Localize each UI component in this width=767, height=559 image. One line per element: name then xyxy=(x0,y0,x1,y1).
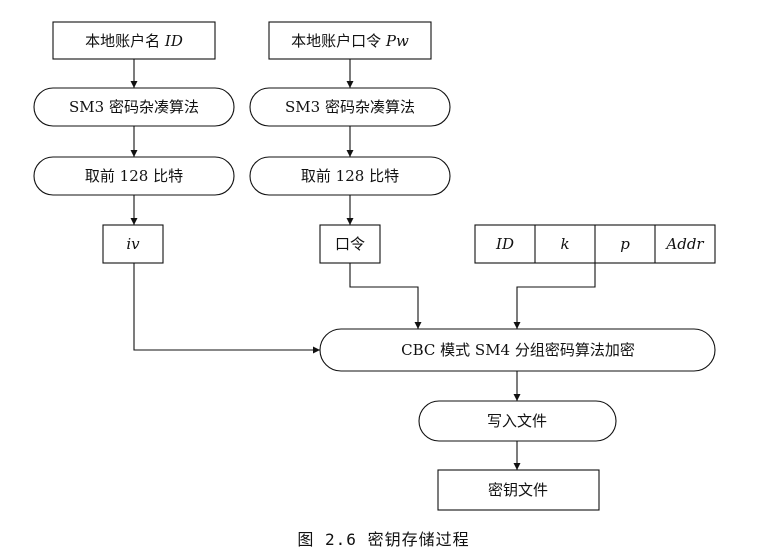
write-file-label: 写入文件 xyxy=(487,412,547,430)
sm3-hash-left-label: SM3 密码杂凑算法 xyxy=(69,98,199,116)
sm3-hash-right-label: SM3 密码杂凑算法 xyxy=(285,98,415,116)
tuple-p-label: p xyxy=(620,235,630,253)
figure-caption: 图 2.6 密钥存储过程 xyxy=(297,530,470,549)
arrow-iv-to-encrypt xyxy=(133,263,320,354)
tuple-k-label: k xyxy=(560,235,569,253)
tuple-addr-label: Addr xyxy=(664,235,704,253)
flowchart: 本地账户名 ID 本地账户口令 Pw SM3 密码杂凑算法 SM3 密码杂凑算法… xyxy=(33,21,716,511)
truncate-right-label: 取前 128 比特 xyxy=(301,167,399,185)
iv-box xyxy=(102,224,164,264)
iv-label: iv xyxy=(126,235,140,253)
password-label: 口令 xyxy=(335,235,365,253)
arrow-pwd-to-encrypt xyxy=(349,263,422,329)
account-id-label: 本地账户名 ID xyxy=(85,32,183,50)
arrow-tuple-to-encrypt xyxy=(513,263,596,329)
key-file-box xyxy=(437,469,600,511)
cbc-encrypt-label: CBC 模式 SM4 分组密码算法加密 xyxy=(401,341,635,359)
account-pw-label: 本地账户口令 Pw xyxy=(291,32,409,50)
key-file-label: 密钥文件 xyxy=(488,481,548,499)
truncate-left-label: 取前 128 比特 xyxy=(85,167,183,185)
tuple-id-label: ID xyxy=(495,235,514,253)
